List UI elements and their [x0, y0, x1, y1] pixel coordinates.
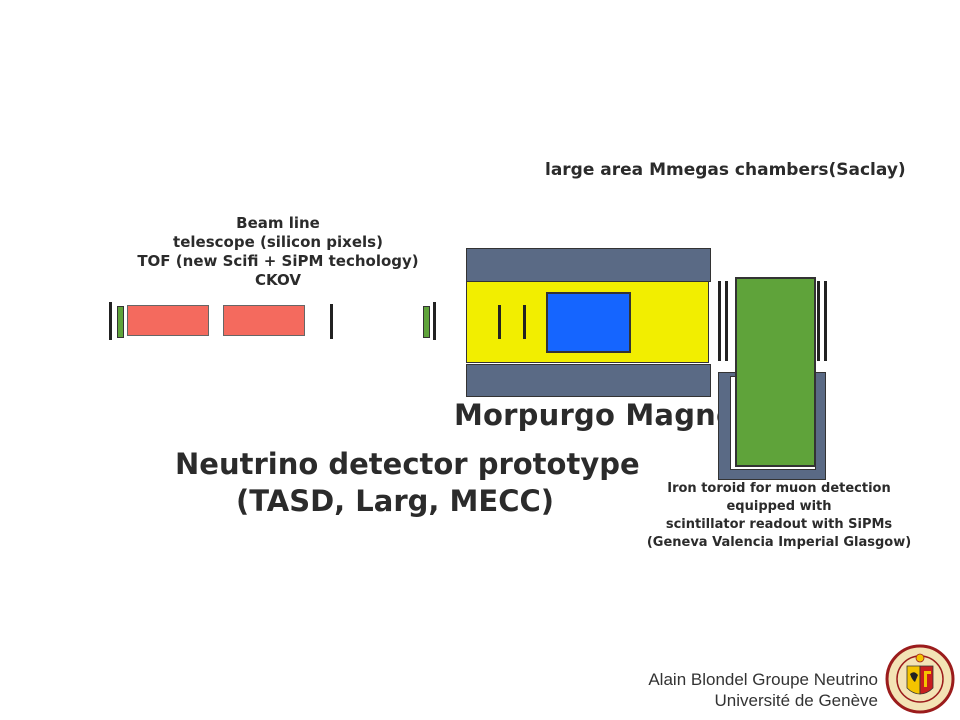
chamber-bar-left-1: [718, 281, 721, 361]
magnet-bottom-yoke: [466, 364, 711, 397]
scintillator-block: [735, 277, 816, 467]
iron-line-2: equipped with: [726, 499, 832, 514]
beam-bar-2: [330, 304, 333, 339]
beam-bar-3: [433, 302, 436, 340]
footer-author: Alain Blondel Groupe Neutrino: [648, 670, 878, 689]
telescope-label: telescope (silicon pixels): [173, 233, 383, 251]
magnet-bar-1: [498, 305, 501, 339]
magnet-bar-2: [523, 305, 526, 339]
blue-target: [546, 292, 631, 353]
magnet-top-yoke: [466, 248, 711, 282]
iron-line-3: scintillator readout with SiPMs: [665, 517, 893, 532]
neutrino-detector-label: Neutrino detector prototype (TASD, Larg,…: [175, 446, 640, 520]
chamber-bar-left-2: [725, 281, 728, 361]
beam-line-label: Beam line telescope (silicon pixels) TOF…: [113, 214, 443, 290]
green-detector-2: [423, 306, 430, 338]
iron-line-4: (Geneva Valencia Imperial Glasgow): [646, 535, 912, 550]
chamber-bar-right-2: [824, 281, 827, 361]
beam-bar-1: [109, 302, 112, 340]
neutrino-line-1: Neutrino detector prototype: [175, 447, 640, 481]
green-detector-1: [117, 306, 124, 338]
morpurgo-label: Morpurgo Magnet: [454, 398, 750, 432]
iron-toroid-label: Iron toroid for muon detection equipped …: [634, 480, 924, 552]
tof-label: TOF (new Scifi + SiPM techology): [137, 252, 419, 270]
red-block-2: [223, 305, 305, 336]
mmegas-label: large area Mmegas chambers(Saclay): [545, 160, 906, 180]
neutrino-line-2: (TASD, Larg, MECC): [236, 484, 555, 518]
university-seal-icon: [885, 644, 955, 714]
ckov-label: CKOV: [255, 271, 301, 289]
footer-affiliation: Université de Genève: [714, 691, 878, 710]
beam-line-title: Beam line: [236, 214, 320, 232]
red-block-1: [127, 305, 209, 336]
footer-credit: Alain Blondel Groupe Neutrino Université…: [648, 669, 878, 711]
iron-line-1: Iron toroid for muon detection: [667, 481, 891, 496]
chamber-bar-right-1: [817, 281, 820, 361]
